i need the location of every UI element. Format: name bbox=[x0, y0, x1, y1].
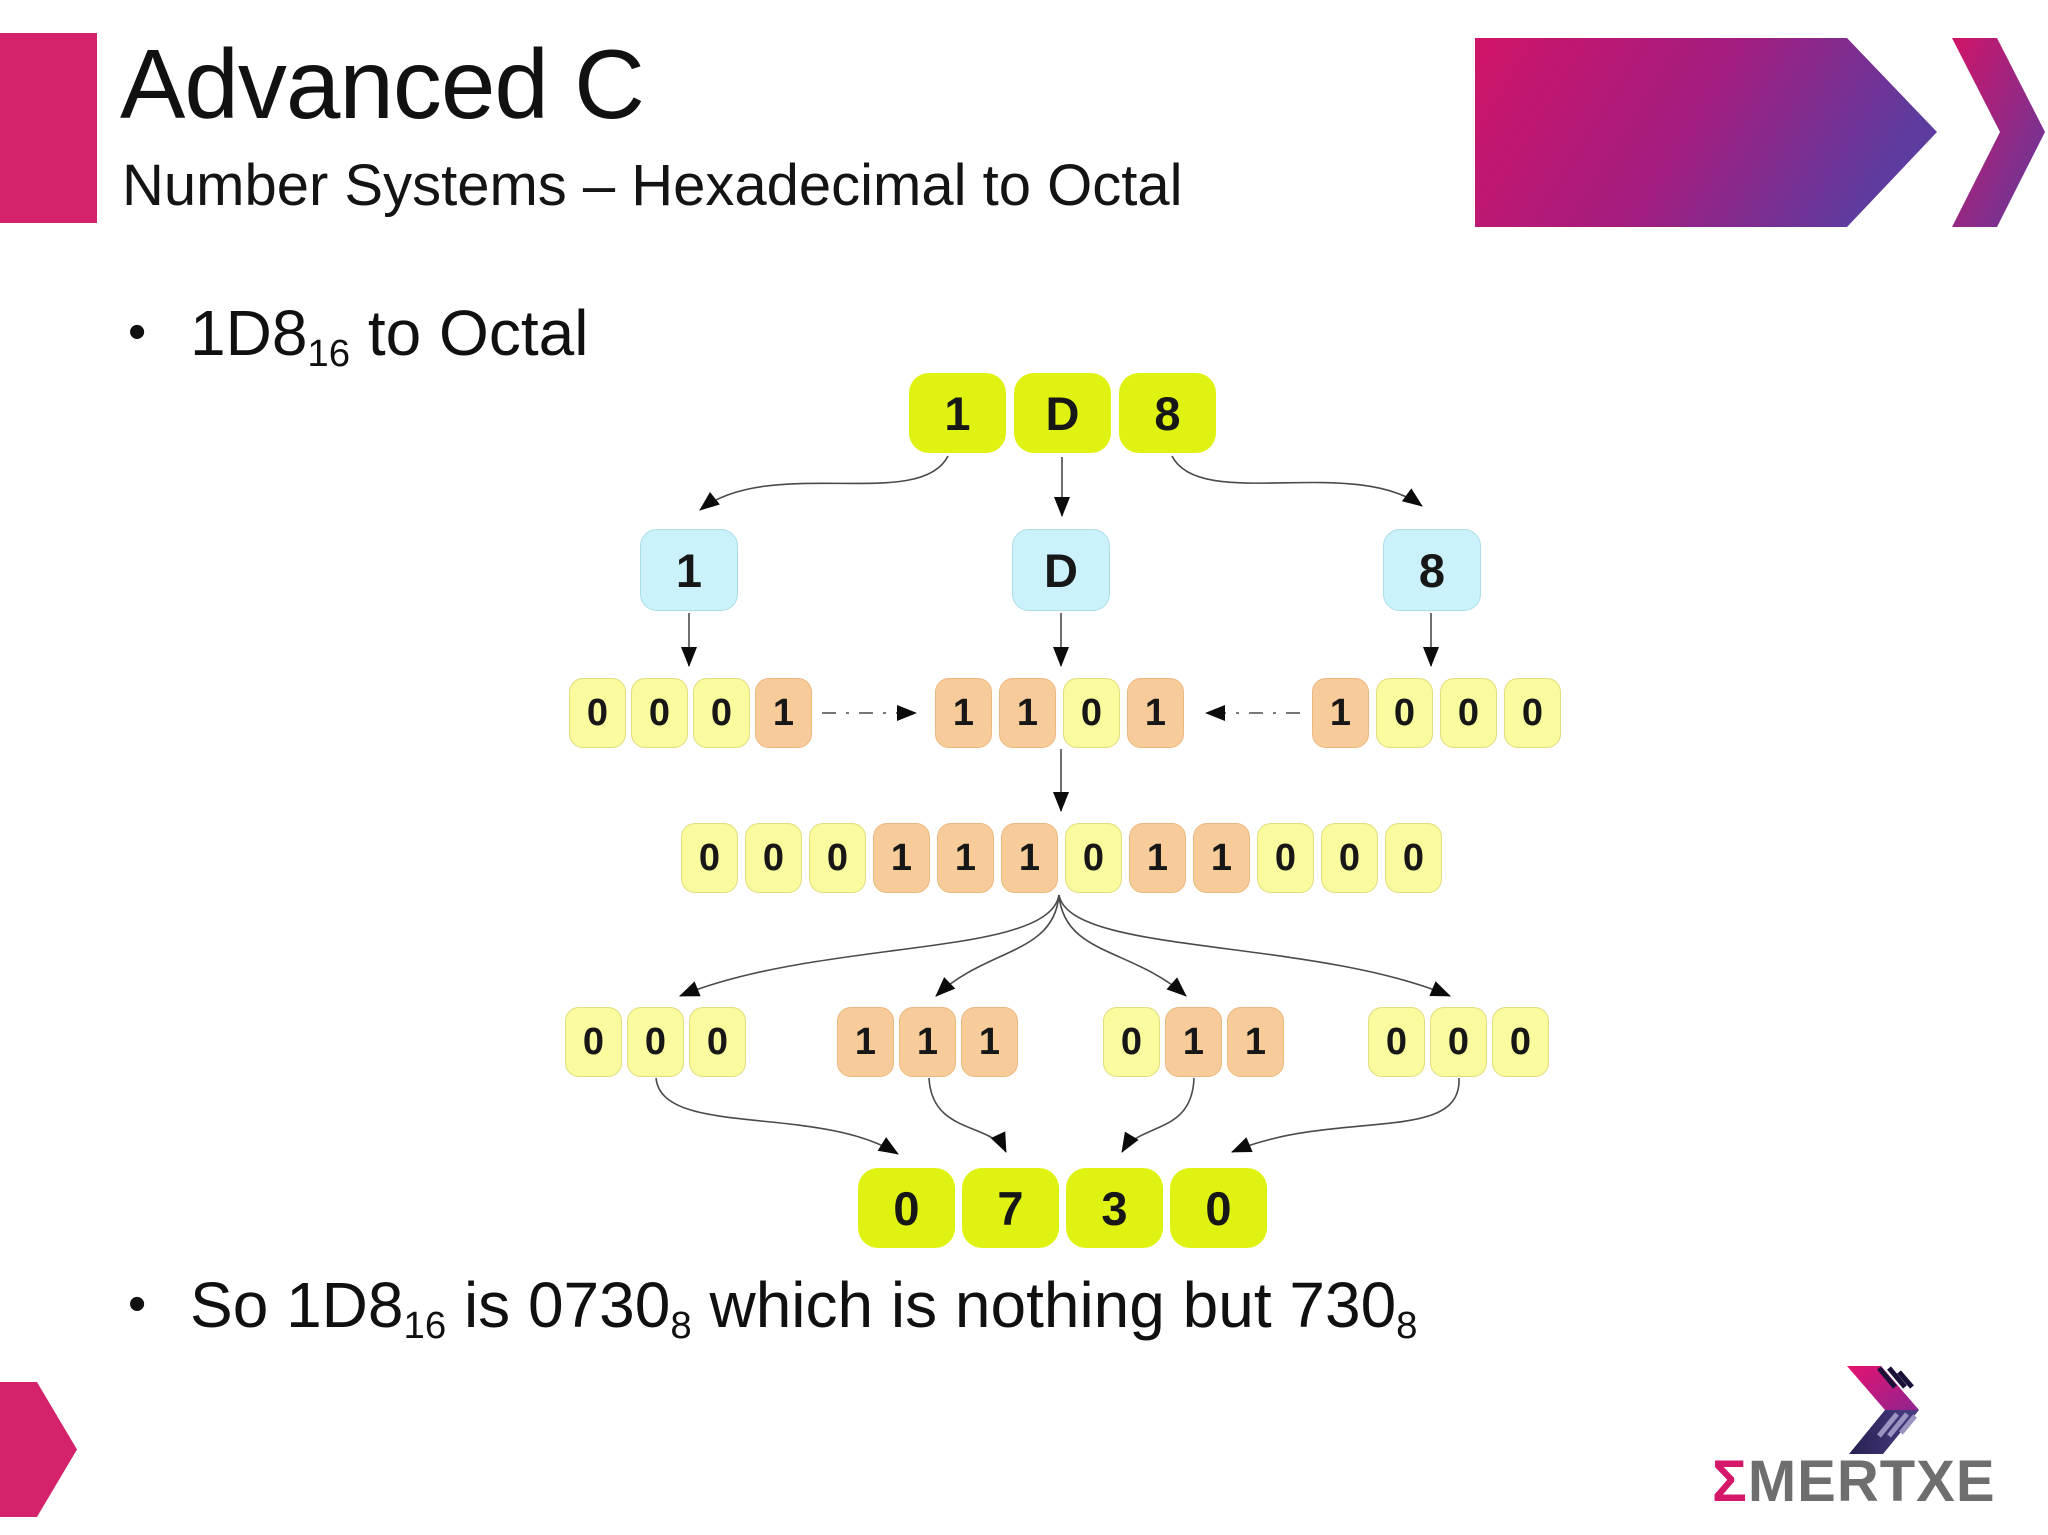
banner-chevron bbox=[1952, 38, 2045, 227]
combined-bits-row: 0 0 0 1 1 1 0 1 1 0 0 0 bbox=[681, 823, 1442, 893]
arrow-hex1-to-expanded bbox=[699, 455, 949, 511]
hex-digit-box: 8 bbox=[1119, 373, 1216, 453]
bit-box: 0 bbox=[689, 1007, 746, 1077]
octal-group-2: 1 1 1 bbox=[837, 1007, 1018, 1077]
arrow-combined-to-group1 bbox=[679, 894, 1060, 997]
arrow-combined-to-group3 bbox=[1058, 894, 1187, 997]
bullet2-text: which is nothing but 730 bbox=[691, 1269, 1397, 1341]
nibble-group-1: 0 0 0 1 bbox=[569, 678, 812, 748]
bit-box: 0 bbox=[569, 678, 626, 748]
bit-box: 0 bbox=[1430, 1007, 1487, 1077]
bit-box: 0 bbox=[1385, 823, 1442, 893]
bit-box: 0 bbox=[693, 678, 750, 748]
emertxe-logo-text: ΣMERTXE bbox=[1712, 1448, 1996, 1515]
bit-box: 0 bbox=[627, 1007, 684, 1077]
base16-subscript: 16 bbox=[403, 1303, 447, 1347]
expanded-digit-box: 1 bbox=[640, 529, 738, 611]
octal-digit-box: 3 bbox=[1066, 1168, 1163, 1248]
arrow-group4-to-octal0 bbox=[1231, 1077, 1460, 1153]
bullet2-text: is 0730 bbox=[446, 1269, 671, 1341]
bit-box: 1 bbox=[1193, 823, 1250, 893]
bullet1-text: 1D8 bbox=[190, 297, 308, 369]
bit-box: 1 bbox=[999, 678, 1056, 748]
bit-box: 1 bbox=[961, 1007, 1018, 1077]
bit-box: 1 bbox=[873, 823, 930, 893]
octal-group-4: 0 0 0 bbox=[1368, 1007, 1549, 1077]
octal-group-3: 0 1 1 bbox=[1103, 1007, 1284, 1077]
arrow-combined-to-group4 bbox=[1058, 894, 1451, 997]
octal-digit-box: 7 bbox=[962, 1168, 1059, 1248]
arrow-group3-to-octal3 bbox=[1121, 1077, 1195, 1153]
bit-box: 0 bbox=[681, 823, 738, 893]
bit-box: 1 bbox=[1129, 823, 1186, 893]
logo-sigma: Σ bbox=[1712, 1449, 1748, 1514]
octal-digit-box: 0 bbox=[1170, 1168, 1267, 1248]
hex-digit-box: D bbox=[1014, 373, 1111, 453]
octal-group-1: 0 0 0 bbox=[565, 1007, 746, 1077]
base16-subscript: 16 bbox=[307, 331, 351, 375]
bit-box: 1 bbox=[1127, 678, 1184, 748]
bit-box: 1 bbox=[1001, 823, 1058, 893]
bullet2-text: So 1D8 bbox=[190, 1269, 404, 1341]
bit-box: 1 bbox=[937, 823, 994, 893]
bullet-conclusion: •So 1D816 is 07308 which is nothing but … bbox=[128, 1268, 1418, 1348]
bit-box: 1 bbox=[935, 678, 992, 748]
bit-box: 0 bbox=[1492, 1007, 1549, 1077]
banner-arrow-graphic bbox=[1475, 38, 2045, 227]
expanded-digit-box: D bbox=[1012, 529, 1110, 611]
bit-box: 0 bbox=[1321, 823, 1378, 893]
bullet-hex-to-octal: • 1D816 to Octal bbox=[128, 296, 588, 376]
arrow-combined-to-group2 bbox=[935, 894, 1060, 997]
bit-box: 1 bbox=[755, 678, 812, 748]
bit-box: 0 bbox=[1063, 678, 1120, 748]
bit-box: 1 bbox=[837, 1007, 894, 1077]
bit-box: 1 bbox=[1165, 1007, 1222, 1077]
octal-digits-row: 0 7 3 0 bbox=[858, 1168, 1267, 1248]
slide-subtitle: Number Systems – Hexadecimal to Octal bbox=[122, 153, 1183, 218]
corner-accent-rect bbox=[0, 33, 97, 223]
base8-subscript: 8 bbox=[1396, 1303, 1418, 1347]
bit-box: 0 bbox=[1257, 823, 1314, 893]
logo-chevron-top bbox=[1847, 1366, 1919, 1410]
slide-title: Advanced C bbox=[120, 29, 645, 139]
bit-box: 0 bbox=[1065, 823, 1122, 893]
expanded-digit-box: 8 bbox=[1383, 529, 1481, 611]
bit-box: 0 bbox=[1504, 678, 1561, 748]
arrow-group1-to-octal0 bbox=[655, 1077, 899, 1155]
nibble-group-2: 1 1 0 1 bbox=[935, 678, 1184, 748]
banner-pentagon bbox=[1475, 38, 1937, 227]
logo-word: MERTXE bbox=[1747, 1449, 1996, 1514]
emertxe-logo-icon bbox=[1847, 1366, 1919, 1454]
corner-accent-arrow bbox=[0, 1382, 77, 1517]
arrow-group2-to-octal7 bbox=[928, 1077, 1007, 1153]
nibble-group-3: 1 0 0 0 bbox=[1312, 678, 1561, 748]
arrow-hex8-to-expanded bbox=[1171, 455, 1423, 507]
hex-digit-box: 1 bbox=[909, 373, 1006, 453]
bit-box: 0 bbox=[1440, 678, 1497, 748]
bit-box: 0 bbox=[809, 823, 866, 893]
bit-box: 1 bbox=[1312, 678, 1369, 748]
bit-box: 0 bbox=[1376, 678, 1433, 748]
hex-digits-row: 1 D 8 bbox=[909, 373, 1216, 453]
bit-box: 0 bbox=[745, 823, 802, 893]
bit-box: 0 bbox=[1368, 1007, 1425, 1077]
bit-box: 1 bbox=[899, 1007, 956, 1077]
bit-box: 0 bbox=[1103, 1007, 1160, 1077]
bullet-dot: • bbox=[128, 302, 147, 361]
base8-subscript: 8 bbox=[670, 1303, 692, 1347]
bullet1-text-rest: to Octal bbox=[350, 297, 589, 369]
bit-box: 0 bbox=[565, 1007, 622, 1077]
octal-digit-box: 0 bbox=[858, 1168, 955, 1248]
bullet-dot: • bbox=[128, 1274, 147, 1333]
bit-box: 0 bbox=[631, 678, 688, 748]
bit-box: 1 bbox=[1227, 1007, 1284, 1077]
